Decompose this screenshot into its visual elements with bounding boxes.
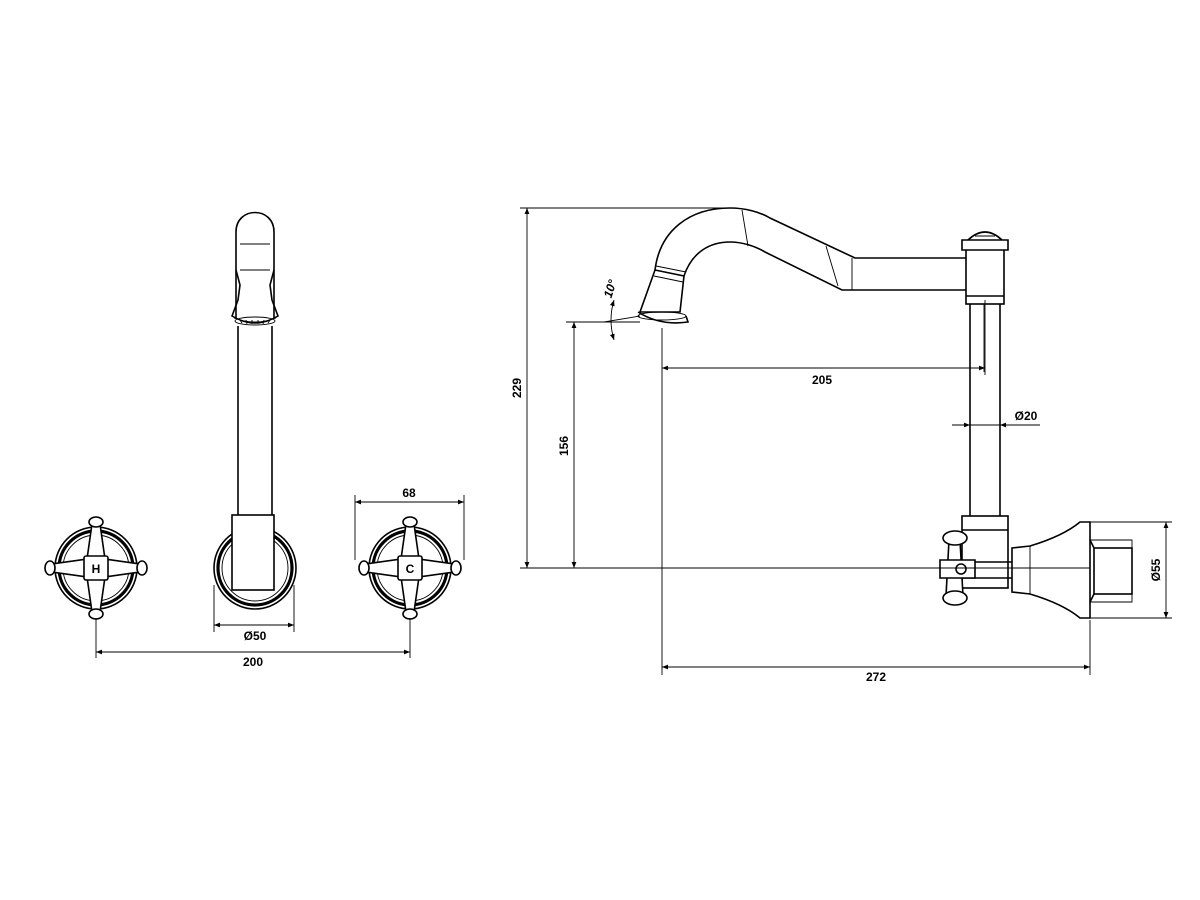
dim-pipe-diameter: Ø20 xyxy=(952,409,1040,428)
cold-handle[interactable]: C xyxy=(358,516,462,620)
dim-label-156: 156 xyxy=(557,436,571,456)
dim-label-angle: 10° xyxy=(601,278,620,300)
dim-handle-centres: 200 xyxy=(95,618,411,669)
dim-label-d55: Ø55 xyxy=(1149,558,1163,581)
dim-label-205: 205 xyxy=(812,373,832,387)
dim-label-d50: Ø50 xyxy=(244,629,267,643)
spout-side xyxy=(637,207,1133,619)
dim-flange-diameter: Ø50 xyxy=(213,585,295,643)
spout-front xyxy=(213,211,297,610)
hot-handle[interactable]: H xyxy=(44,516,148,620)
dim-overall-depth: 272 xyxy=(662,620,1091,684)
dim-outlet-angle: 10° xyxy=(601,278,641,341)
dim-flange-width: 68 xyxy=(354,486,465,560)
dim-label-229: 229 xyxy=(510,378,524,398)
front-view: H C 68 Ø50 xyxy=(44,211,465,669)
dim-backplate-diameter: Ø55 xyxy=(1090,521,1172,619)
dim-outlet-height: 156 xyxy=(557,321,640,568)
cold-letter: C xyxy=(406,562,415,576)
dim-label-68: 68 xyxy=(402,486,416,500)
dim-label-d20: Ø20 xyxy=(1015,409,1038,423)
hot-letter: H xyxy=(92,562,101,576)
dim-overall-height: 229 xyxy=(510,207,1090,569)
dim-label-272: 272 xyxy=(866,670,886,684)
dim-spout-reach: 205 xyxy=(661,300,986,675)
side-view: 10° 229 156 205 Ø20 xyxy=(510,207,1172,684)
dim-label-200: 200 xyxy=(243,655,263,669)
